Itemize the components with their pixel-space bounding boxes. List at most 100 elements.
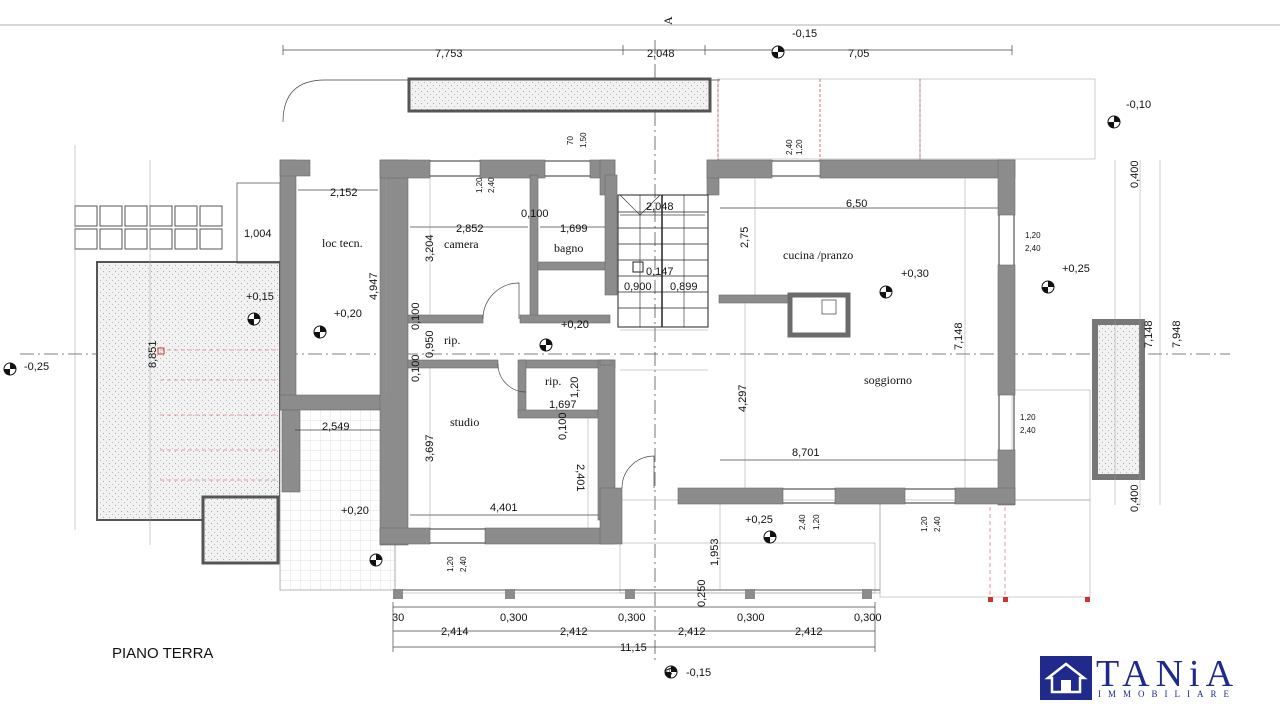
right-terrace bbox=[1011, 389, 1091, 501]
dim-rip-0950: 0,950 bbox=[424, 330, 436, 358]
level-hall: +0,20 bbox=[561, 319, 589, 331]
win-top-b: 2,40 bbox=[487, 177, 496, 193]
dim-stair-width: 2,048 bbox=[646, 201, 674, 213]
planter-bottom-left bbox=[201, 495, 280, 565]
win-bagno-b: 1,50 bbox=[579, 132, 588, 148]
win-portico1-b: 1,20 bbox=[812, 514, 821, 530]
plan-title: PIANO TERRA bbox=[112, 645, 214, 662]
room-loc-tecn: loc tecn. bbox=[322, 236, 363, 250]
win-studio-b: 2,40 bbox=[459, 556, 468, 572]
dim-side-1004: 1,004 bbox=[244, 228, 272, 240]
dim-portico-0250: 0,250 bbox=[696, 579, 708, 607]
logo-subtitle: IMMOBILIARE bbox=[1098, 689, 1236, 699]
dim-wall-0100c: 0,100 bbox=[410, 354, 422, 382]
dim-top-3: 7,05 bbox=[848, 48, 869, 60]
windows bbox=[430, 160, 1015, 544]
dim-portico-1953: 1,953 bbox=[709, 538, 721, 566]
level-loc-tecn: +0,20 bbox=[334, 308, 362, 320]
win-right1-a: 1,20 bbox=[1025, 231, 1041, 240]
room-soggiorno: soggiorno bbox=[864, 373, 912, 387]
dim-camera-width: 2,852 bbox=[456, 223, 484, 235]
dim-bottom-c1: 0,300 bbox=[500, 612, 528, 624]
win-top-a: 1,20 bbox=[475, 177, 484, 193]
dim-rip-1697: 1,697 bbox=[549, 399, 577, 411]
left-terrace bbox=[74, 145, 281, 545]
level-patio-left: +0,20 bbox=[341, 505, 369, 517]
house-icon bbox=[1040, 656, 1092, 700]
dim-bottom-30: 30 bbox=[392, 612, 404, 624]
top-dimension-line bbox=[282, 45, 1013, 55]
dim-stair-a: 0,147 bbox=[646, 266, 674, 278]
pergola-top bbox=[717, 78, 1096, 160]
level-top-right: -0,10 bbox=[1126, 99, 1151, 111]
garden-wall-curve bbox=[282, 79, 720, 123]
level-left-terrace: +0,15 bbox=[246, 291, 274, 303]
dim-right-total: 7,948 bbox=[1171, 320, 1183, 348]
dim-loc-width: 2,152 bbox=[330, 187, 358, 199]
win-cucina-b: 1,20 bbox=[795, 139, 804, 155]
dim-rip-120: 1,20 bbox=[569, 377, 581, 398]
dim-living-4297: 4,297 bbox=[737, 384, 749, 412]
room-bagno: bagno bbox=[554, 241, 583, 255]
dim-right-top: 0,400 bbox=[1129, 160, 1141, 188]
dim-studio-2401: 2,401 bbox=[574, 464, 586, 492]
dim-stair-c: 0,899 bbox=[670, 281, 698, 293]
level-symbols bbox=[3, 45, 1121, 679]
logo-wordmark: TANiA bbox=[1096, 653, 1240, 695]
doors bbox=[482, 282, 655, 489]
dim-wall-0100d: 0,100 bbox=[557, 412, 569, 440]
dim-patio-2549: 2,549 bbox=[322, 421, 350, 433]
win-cucina-a: 2,40 bbox=[785, 139, 794, 155]
level-top-center: -0,15 bbox=[792, 28, 817, 40]
level-portico: +0,25 bbox=[745, 514, 773, 526]
win-right2-b: 2,40 bbox=[1020, 426, 1036, 435]
dim-bottom-s1: 2,414 bbox=[441, 626, 469, 638]
interior-dim-lines bbox=[295, 160, 1161, 590]
dim-studio-width: 4,401 bbox=[490, 502, 518, 514]
dim-loc-height: 4,947 bbox=[368, 272, 380, 300]
dim-bottom-c2: 0,300 bbox=[618, 612, 646, 624]
dim-stair-b: 0,900 bbox=[624, 281, 652, 293]
dim-bagno-width: 1,699 bbox=[560, 223, 588, 235]
staircase bbox=[617, 194, 709, 371]
win-bagno-a: 70 bbox=[566, 136, 575, 145]
room-camera: camera bbox=[444, 237, 479, 251]
dim-cucina-depth: 2,75 bbox=[739, 227, 751, 248]
win-right1-b: 2,40 bbox=[1025, 244, 1041, 253]
win-portico2-a: 1,20 bbox=[920, 516, 929, 532]
dim-bottom-s2: 2,412 bbox=[560, 626, 588, 638]
win-studio-a: 1,20 bbox=[446, 556, 455, 572]
level-right-mid: +0,25 bbox=[1062, 263, 1090, 275]
win-right2-a: 1,20 bbox=[1020, 413, 1036, 422]
bottom-dim-lines bbox=[392, 602, 876, 652]
room-rip-2: rip. bbox=[545, 374, 561, 388]
dim-cucina-width: 6,50 bbox=[846, 198, 867, 210]
dim-bottom-s4: 2,412 bbox=[795, 626, 823, 638]
dim-bottom-s3: 2,412 bbox=[678, 626, 706, 638]
room-cucina: cucina /pranzo bbox=[783, 248, 853, 262]
room-studio: studio bbox=[450, 415, 479, 429]
dim-living-height: 7,148 bbox=[953, 322, 965, 350]
brand-logo: TANiA IMMOBILIARE bbox=[1040, 653, 1272, 700]
dim-top-2: 2,048 bbox=[647, 48, 675, 60]
dim-camera-height: 3,204 bbox=[424, 234, 436, 262]
right-planter bbox=[1092, 319, 1145, 480]
walls bbox=[279, 159, 1016, 546]
dim-top-1: 7,753 bbox=[435, 48, 463, 60]
level-cucina: +0,30 bbox=[901, 268, 929, 280]
portico-bottom bbox=[393, 499, 1091, 602]
dim-wall-0100b: 0,100 bbox=[410, 302, 422, 330]
dim-bottom-c3: 0,300 bbox=[737, 612, 765, 624]
dim-side-8851: 8,851 bbox=[147, 340, 159, 368]
room-rip-1: rip. bbox=[444, 333, 460, 347]
level-bottom-center: -0,15 bbox=[686, 667, 711, 679]
section-marker-bottom: A bbox=[661, 666, 675, 675]
dim-studio-height: 3,697 bbox=[424, 434, 436, 462]
dim-right-mid: 7,148 bbox=[1143, 320, 1155, 348]
level-left-end: -0,25 bbox=[24, 361, 49, 373]
dim-bottom-total: 11,15 bbox=[620, 642, 647, 654]
dim-bottom-c4: 0,300 bbox=[854, 612, 882, 624]
win-portico1-a: 2,40 bbox=[798, 514, 807, 530]
dim-right-bottom: 0,400 bbox=[1129, 484, 1141, 512]
